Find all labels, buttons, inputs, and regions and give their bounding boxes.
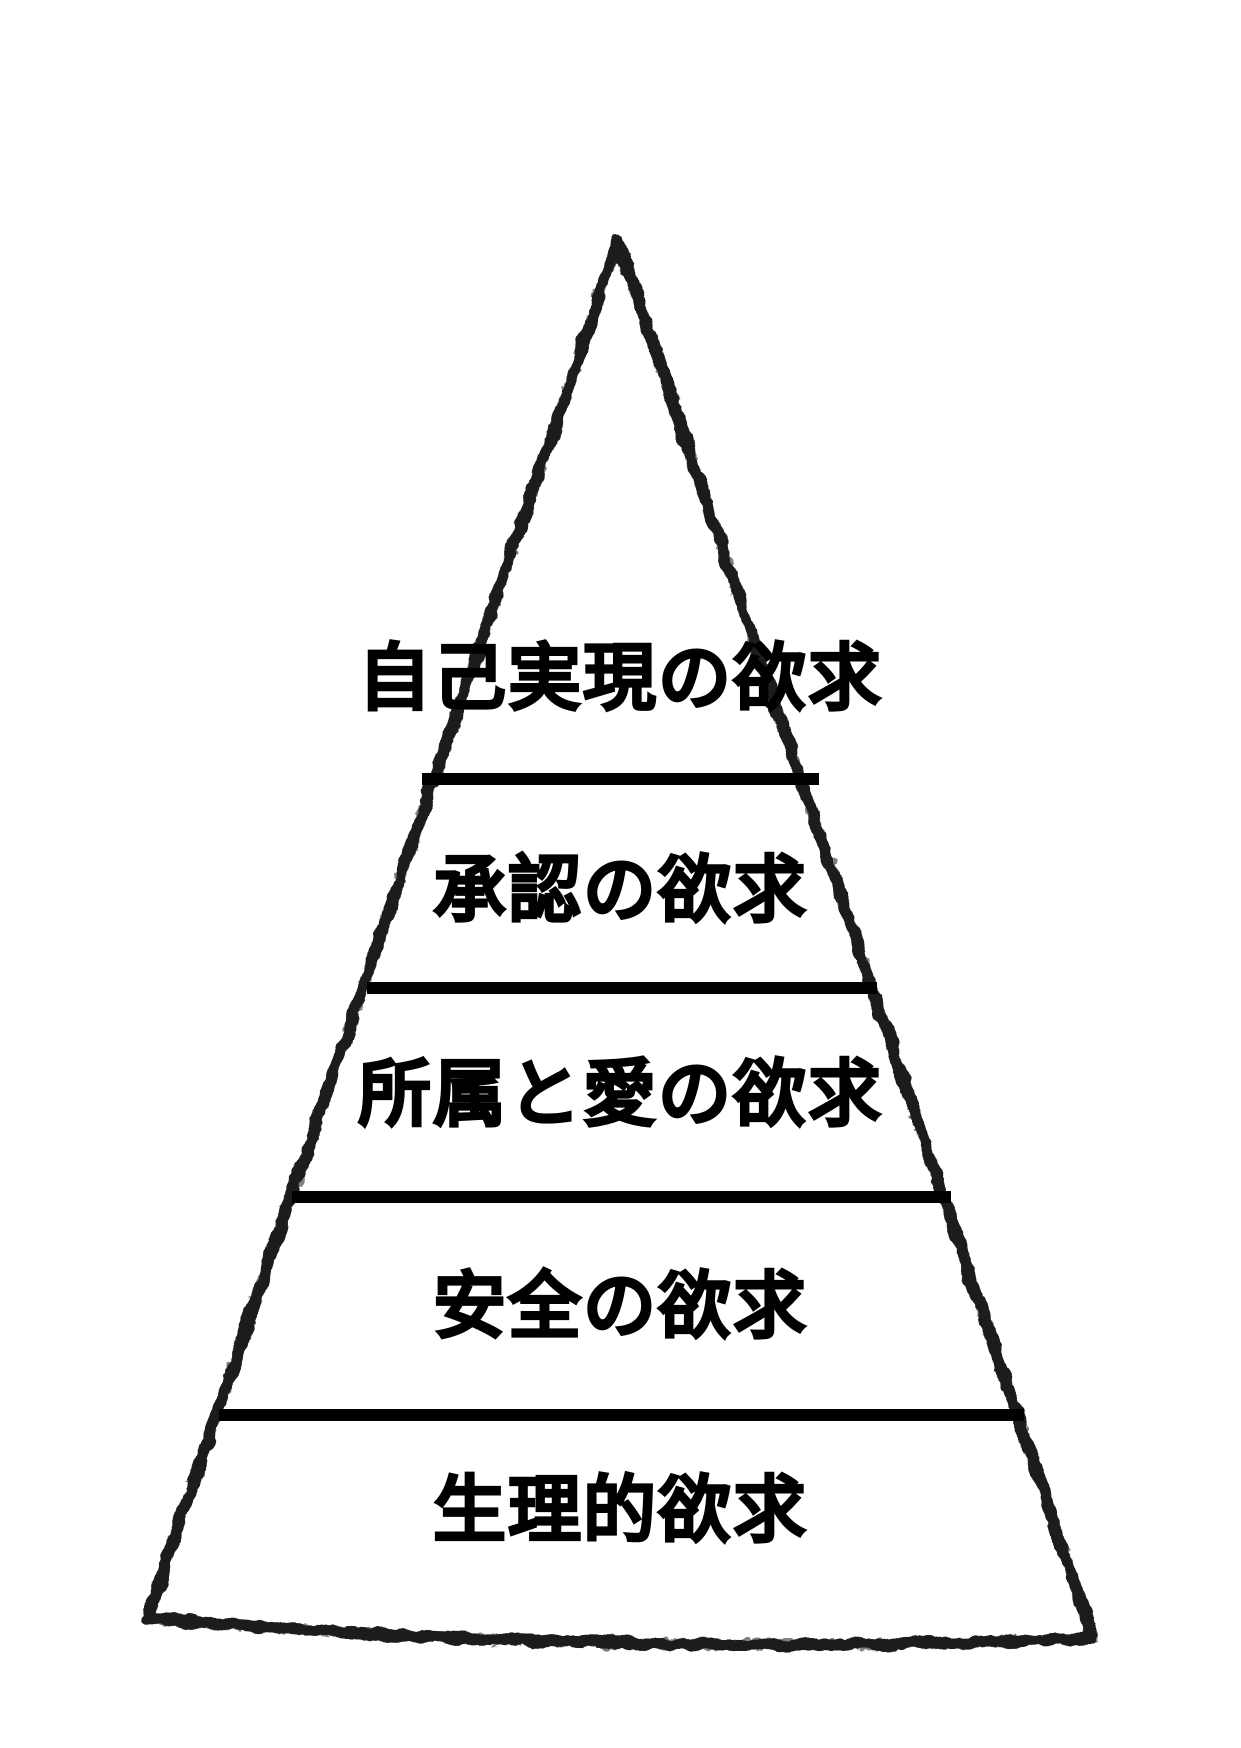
- level-label-self-actualization: 自己実現の欲求: [357, 636, 883, 721]
- level-label-safety: 安全の欲求: [432, 1264, 808, 1349]
- level-label-physiological: 生理的欲求: [432, 1468, 808, 1553]
- level-label-belonging-love: 所属と愛の欲求: [357, 1052, 883, 1137]
- pyramid-triangle-texture: [143, 238, 1097, 1649]
- level-label-esteem: 承認の欲求: [432, 848, 808, 933]
- pyramid-triangle-outline: [141, 236, 1099, 1651]
